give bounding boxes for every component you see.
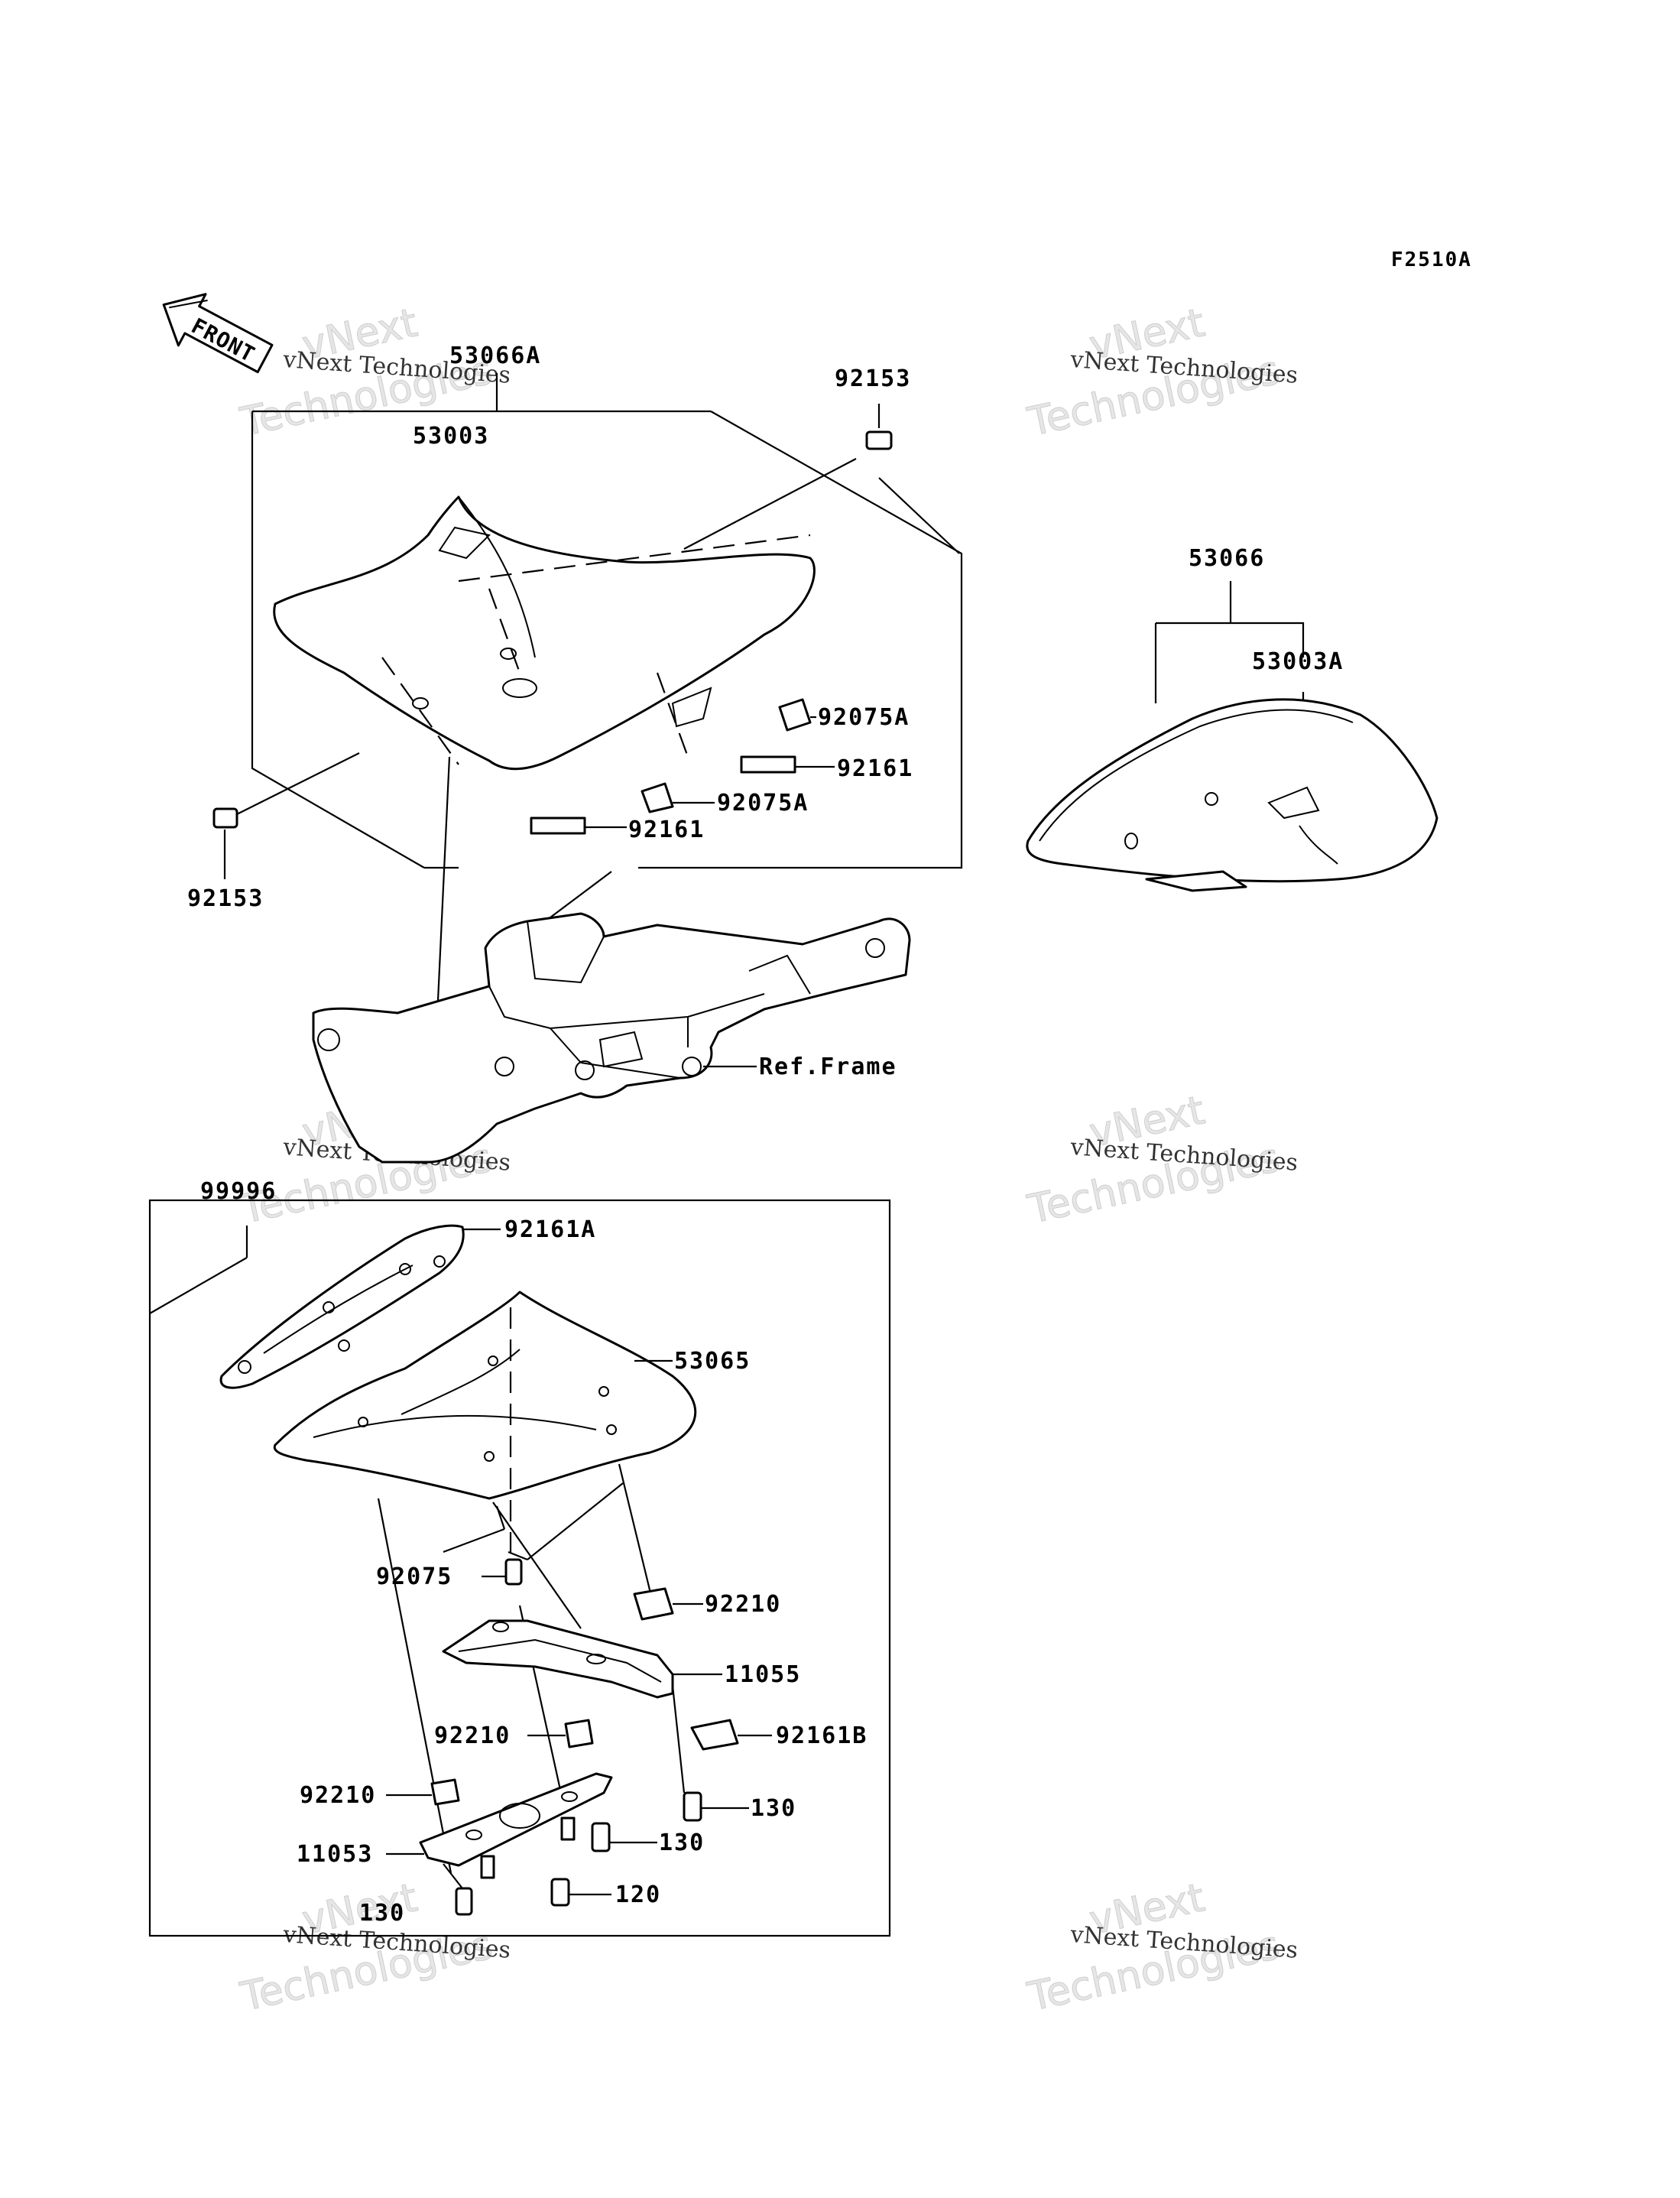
nut-92210-lower bbox=[386, 1778, 460, 1806]
part-label-130-middle[interactable]: 130 bbox=[659, 1830, 705, 1856]
part-label-92153-top[interactable]: 92153 bbox=[835, 365, 911, 392]
rear-frame bbox=[312, 756, 911, 1164]
pin-92075 bbox=[482, 1558, 523, 1586]
bracket-11053 bbox=[386, 1772, 613, 1879]
part-label-92210-lower[interactable]: 92210 bbox=[300, 1782, 376, 1809]
part-label-53066A[interactable]: 53066A bbox=[449, 343, 541, 369]
part-label-11055[interactable]: 11055 bbox=[725, 1661, 801, 1688]
clip-92161-left bbox=[530, 817, 627, 835]
bolt-130-bottom bbox=[443, 1863, 473, 1916]
nut-92210-upper bbox=[633, 1587, 703, 1621]
part-label-92075[interactable]: 92075 bbox=[376, 1563, 452, 1590]
clip-92075A-upper bbox=[778, 698, 816, 732]
part-label-53065[interactable]: 53065 bbox=[674, 1348, 751, 1375]
part-label-11053[interactable]: 11053 bbox=[297, 1841, 373, 1868]
seat-cover-group bbox=[148, 1199, 891, 1937]
bolt-130-middle bbox=[591, 1822, 657, 1852]
part-label-92161-right[interactable]: 92161 bbox=[837, 755, 913, 782]
bolt-130-right bbox=[683, 1791, 749, 1822]
bolt-120 bbox=[550, 1878, 611, 1907]
bolt-92153-left bbox=[212, 752, 360, 879]
rider-seat-group bbox=[212, 373, 963, 879]
pillion-seat-cushion bbox=[1026, 698, 1438, 883]
watermark-mid-right: vNext Technologies vNext Technologies bbox=[1023, 1087, 1299, 1233]
part-label-99996[interactable]: 99996 bbox=[200, 1178, 277, 1205]
rubber-92161B bbox=[690, 1719, 772, 1751]
part-label-92075A-upper[interactable]: 92075A bbox=[818, 704, 910, 731]
part-label-92075A-lower[interactable]: 92075A bbox=[717, 790, 809, 817]
part-label-120[interactable]: 120 bbox=[615, 1881, 661, 1908]
pillion-seat-group bbox=[1026, 581, 1438, 892]
part-label-92153-left[interactable]: 92153 bbox=[187, 885, 264, 912]
part-label-130-bottom[interactable]: 130 bbox=[359, 1900, 405, 1927]
part-label-53003[interactable]: 53003 bbox=[413, 423, 489, 450]
seat-cover-panel bbox=[273, 1291, 697, 1500]
bolt-92153-top bbox=[683, 404, 960, 554]
part-label-92161-left[interactable]: 92161 bbox=[628, 817, 705, 843]
watermark-top-right: vNext Technologies vNext Technologies bbox=[1023, 300, 1299, 446]
part-label-53066[interactable]: 53066 bbox=[1189, 545, 1265, 572]
watermark-bottom-right: vNext Technologies vNext Technologies bbox=[1023, 1875, 1299, 2021]
seat-cowl bbox=[219, 1224, 465, 1389]
clip-92075A-lower bbox=[641, 782, 715, 813]
rider-seat-cushion bbox=[273, 495, 816, 771]
part-label-92161B[interactable]: 92161B bbox=[776, 1722, 868, 1749]
clip-92161-right bbox=[740, 755, 835, 774]
part-label-92161A[interactable]: 92161A bbox=[504, 1216, 596, 1243]
ref-frame-label[interactable]: Ref.Frame bbox=[759, 1054, 897, 1080]
bracket-11055 bbox=[442, 1619, 722, 1699]
part-label-92210-upper[interactable]: 92210 bbox=[705, 1591, 781, 1618]
diagram-code: F2510A bbox=[1391, 248, 1472, 271]
front-arrow-icon: FRONT bbox=[162, 293, 274, 374]
nut-92210-middle bbox=[527, 1719, 594, 1748]
part-label-53003A[interactable]: 53003A bbox=[1252, 648, 1344, 675]
part-label-92210-middle[interactable]: 92210 bbox=[434, 1722, 511, 1749]
part-label-130-right[interactable]: 130 bbox=[751, 1795, 796, 1822]
